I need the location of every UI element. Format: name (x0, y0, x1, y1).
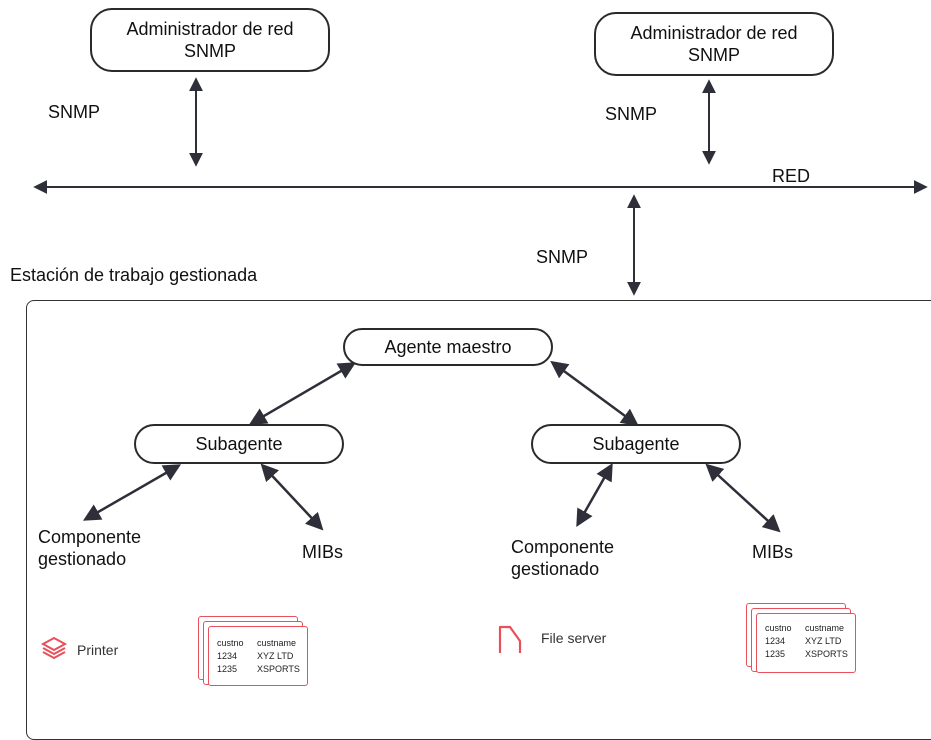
mib-table-left: custno custname 1234 XYZ LTD 1235 XSPORT… (208, 626, 308, 686)
mib-cell: 1234 (765, 636, 786, 646)
file-server-icon (498, 625, 522, 653)
subagent-left: Subagente (134, 424, 344, 464)
mib-header-custname: custname (805, 623, 845, 633)
printer-icon (40, 636, 68, 660)
subagent-left-label: Subagente (195, 434, 283, 454)
mib-cell: 1234 (217, 651, 238, 661)
subagent-right: Subagente (531, 424, 741, 464)
manager-left-title: Administrador de red (126, 19, 294, 39)
manager-left-protocol: SNMP (183, 41, 236, 61)
mib-table-left-header: custno custname (217, 637, 305, 650)
mibs-left: MIBs (302, 542, 344, 562)
connector-lines (33, 77, 928, 533)
managed-component-left: Componente gestionado (38, 526, 141, 570)
mib-header-custname: custname (257, 638, 297, 648)
mib-cell: XYZ LTD (805, 636, 842, 646)
mib-cell: XSPORTS (805, 649, 848, 659)
mib-header-custno: custno (765, 623, 792, 633)
table-row: 1234 XYZ LTD (217, 650, 305, 663)
master-agent-label: Agente maestro (384, 337, 512, 357)
file-server-label: File server (541, 630, 607, 646)
subagent-left-to-component (82, 464, 182, 521)
snmp-label-center: SNMP (536, 247, 589, 267)
network-manager-right: Administrador de red SNMP (594, 12, 834, 76)
mib-cell: 1235 (217, 664, 238, 674)
managed-component-left-line2: gestionado (38, 549, 127, 569)
managed-component-right-line1: Componente (511, 537, 615, 557)
printer-label: Printer (77, 642, 119, 658)
subagent-right-to-component (576, 462, 613, 528)
mibs-right: MIBs (752, 542, 794, 562)
subagent-left-to-mibs (260, 463, 324, 531)
mib-header-custno: custno (217, 638, 244, 648)
table-row: 1235 XSPORTS (765, 648, 853, 661)
workstation-label: Estación de trabajo gestionada (10, 265, 258, 285)
mib-table-right-header: custno custname (765, 622, 853, 635)
mib-table-right: custno custname 1234 XYZ LTD 1235 XSPORT… (756, 613, 856, 673)
table-row: 1235 XSPORTS (217, 663, 305, 676)
network-label: RED (772, 166, 811, 186)
workstation-frame (26, 300, 931, 740)
master-agent: Agente maestro (343, 328, 553, 366)
subagent-right-to-mibs (705, 463, 781, 533)
master-to-subagent-right (550, 360, 639, 427)
network-manager-left: Administrador de red SNMP (90, 8, 330, 72)
master-to-subagent-left (248, 362, 357, 425)
mib-cell: 1235 (765, 649, 786, 659)
managed-component-right-line2: gestionado (511, 559, 600, 579)
table-row: 1234 XYZ LTD (765, 635, 853, 648)
manager-right-title: Administrador de red (630, 23, 798, 43)
mib-cell: XYZ LTD (257, 651, 294, 661)
mib-cell: XSPORTS (257, 664, 300, 674)
snmp-label-right: SNMP (605, 104, 658, 124)
snmp-label-left: SNMP (48, 102, 101, 122)
manager-right-protocol: SNMP (687, 45, 740, 65)
managed-component-left-line1: Componente (38, 527, 142, 547)
subagent-right-label: Subagente (592, 434, 680, 454)
managed-component-right: Componente gestionado (511, 536, 614, 580)
